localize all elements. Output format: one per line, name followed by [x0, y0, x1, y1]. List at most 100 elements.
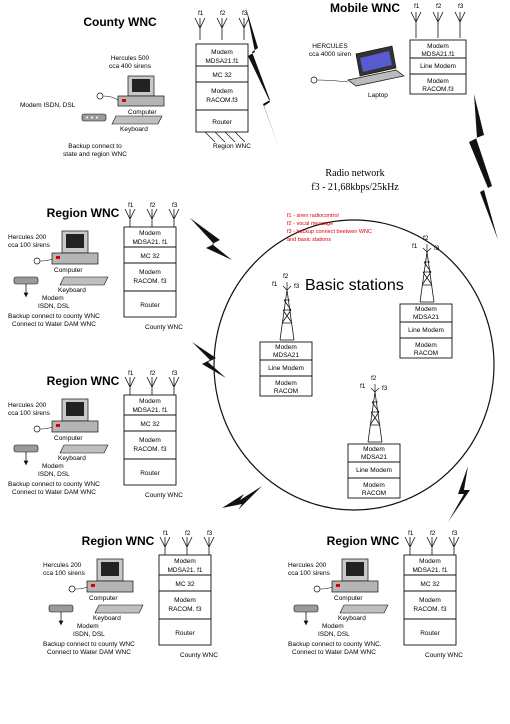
station-stack-modem: Modem [275, 344, 297, 351]
station-antenna-icon [282, 282, 292, 291]
region-stack-router: Router [140, 470, 160, 477]
station-stack-modem: Modem [363, 446, 385, 453]
region-hercules-line1: Hercules 200 [8, 402, 47, 409]
mouse-icon [33, 257, 41, 265]
region-freq-label: f3 [172, 202, 178, 209]
region-stack-modem: Modem [139, 398, 161, 405]
region-modem-label: Modem [42, 463, 64, 470]
antenna-icon [146, 208, 158, 227]
radio-note-f1: f1 - siren radiocontrol [287, 213, 339, 219]
region-stack-modem2: Modem [174, 597, 196, 604]
tower-icon [419, 251, 435, 303]
region-modem-label-2: ISDN, DSL [73, 631, 105, 638]
county-computer-label: Computer [128, 109, 157, 116]
county-stack-modem2: Modem [211, 88, 233, 95]
modem-icon [48, 604, 74, 613]
county-backup-line1: Backup connect to [68, 143, 122, 150]
mouse-icon [313, 585, 321, 593]
antenna-icon [159, 536, 171, 555]
region-equipment-stack [158, 554, 212, 646]
region-stack-modem: Modem [139, 230, 161, 237]
region-stack-router: Router [420, 630, 440, 637]
region-freq-label: f2 [185, 530, 191, 537]
county-keyboard-label: Keyboard [120, 126, 148, 133]
station-antenna-icon [422, 244, 432, 253]
mouse-cable-icon [39, 258, 53, 262]
keyboard-icon [59, 276, 109, 286]
station-equipment-stack [399, 303, 453, 359]
region-backup-line1: Backup connect to county WNC [43, 641, 135, 648]
power-light-icon [56, 256, 60, 259]
region-computer-label: Computer [89, 595, 118, 602]
station-stack-line-modem: Line Modem [268, 365, 304, 372]
radio-note-f3-cont: and basic stations [287, 237, 331, 243]
lightning-bolt-region3 [222, 486, 262, 510]
radio-links [190, 8, 498, 522]
station-freq-f1: f1 [412, 243, 418, 250]
station-stack-racom: RACOM [362, 490, 386, 497]
radio-note-f3: f3 - backup connect beetwen WNC [287, 229, 372, 235]
antenna-icon [404, 536, 416, 555]
region-stack-mc32: MC 32 [420, 581, 440, 588]
antenna-icon [146, 376, 158, 395]
modem-icon [293, 604, 319, 613]
keyboard-icon [94, 604, 144, 614]
antenna-icon [181, 536, 193, 555]
region-stack-router: Router [175, 630, 195, 637]
antenna-icon [448, 536, 460, 555]
county-stack-mc32: MC 32 [212, 72, 232, 79]
region-hercules-line2: cca 100 sirens [288, 570, 331, 577]
mobile-stack-modem: Modem [427, 43, 449, 50]
region-title: Region WNC [82, 534, 155, 548]
region-keyboard-label: Keyboard [93, 615, 121, 622]
mobile-freq-f1: f1 [414, 3, 420, 10]
county-freq-f2: f2 [220, 10, 226, 17]
region-hercules-line2: cca 100 sirens [8, 410, 51, 417]
antenna-icon [124, 208, 136, 227]
station-stack-racom: RACOM [414, 350, 438, 357]
antenna-icon [426, 536, 438, 555]
region-freq-label: f3 [172, 370, 178, 377]
lightning-bolt-region1 [190, 218, 232, 260]
region-modem-label-2: ISDN, DSL [318, 631, 350, 638]
region-backup-line1: Backup connect to county WNC [8, 313, 100, 320]
county-modem-icon [81, 113, 107, 122]
county-title: County WNC [83, 15, 157, 29]
computer-case-icon [51, 252, 99, 265]
station-stack-line-modem: Line Modem [356, 467, 392, 474]
region-stack-racom: RACOM. f3 [168, 606, 202, 613]
station-freq-f1: f1 [272, 281, 278, 288]
region-freq-label: f2 [430, 530, 436, 537]
mobile-mouse-icon [310, 76, 349, 84]
county-mouse-icon [96, 92, 119, 101]
mobile-hercules-line1: HERCULES [312, 43, 348, 50]
region-backup-line2: Connect to Water DAM WNC [292, 649, 376, 656]
region-stack-mc32: MC 32 [140, 253, 160, 260]
region-hercules-line1: Hercules 200 [8, 234, 47, 241]
region-freq-label: f1 [408, 530, 414, 537]
radio-network-subtitle: f3 - 21,68kbps/25kHz [311, 182, 399, 193]
region-equipment-stack [123, 226, 177, 318]
station-freq-f2: f2 [423, 235, 429, 242]
screen-icon [346, 562, 364, 576]
mouse-cable-icon [74, 586, 88, 590]
station-stack-line-modem: Line Modem [408, 327, 444, 334]
mobile-freq-f2: f2 [436, 3, 442, 10]
screen-icon [101, 562, 119, 576]
station-antenna-icon [370, 384, 380, 393]
county-antennas [194, 17, 250, 40]
region-hercules-line1: Hercules 200 [288, 562, 327, 569]
lightning-bolt-mobile [469, 94, 498, 240]
region-stack-modem2: Modem [419, 597, 441, 604]
mobile-hercules-line2: cca 4000 siren [309, 51, 352, 58]
antenna-icon [168, 376, 180, 395]
region-equipment-stack [403, 554, 457, 646]
county-router-lines [204, 131, 246, 143]
region-stack-racom: RACOM. f3 [413, 606, 447, 613]
mobile-antennas [410, 11, 466, 38]
region-modem-label: Modem [322, 623, 344, 630]
mobile-stack-racom: RACOM.f3 [422, 86, 454, 93]
region-keyboard-label: Keyboard [338, 615, 366, 622]
